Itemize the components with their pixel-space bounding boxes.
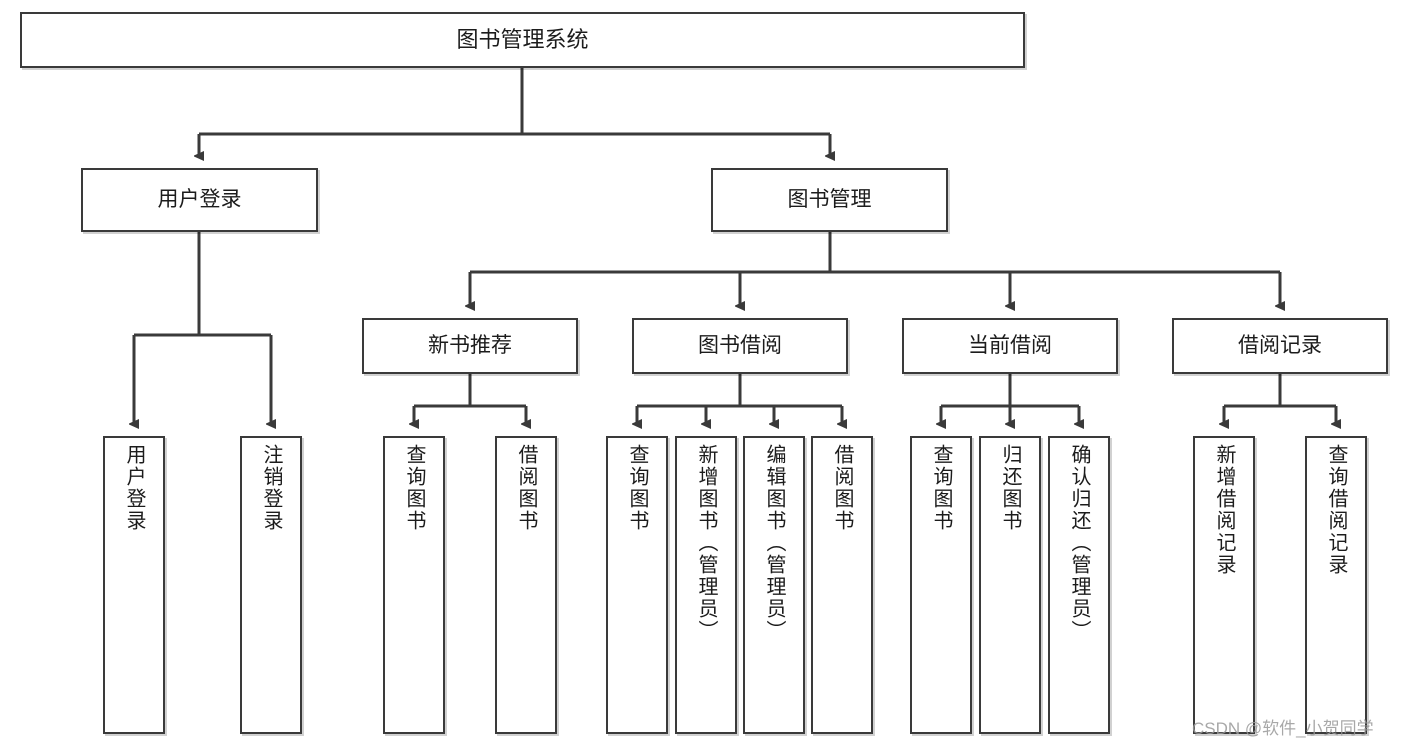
leaf-label: 查询图书 — [930, 444, 952, 532]
leaf-current-confirm-return-admin[interactable]: 确认归还（管理员） — [1048, 436, 1110, 734]
leaf-new-book-borrow[interactable]: 借阅图书 — [495, 436, 557, 734]
node-root-book-management-system[interactable]: 图书管理系统 — [20, 12, 1025, 68]
leaf-label: 归还图书 — [999, 444, 1021, 532]
leaf-label: 确认归还（管理员） — [1068, 444, 1090, 642]
leaf-borrow-query-book[interactable]: 查询图书 — [606, 436, 668, 734]
leaf-label: 新增借阅记录 — [1213, 444, 1235, 576]
node-user-login[interactable]: 用户登录 — [81, 168, 318, 232]
leaf-borrow-edit-book-admin[interactable]: 编辑图书（管理员） — [743, 436, 805, 734]
leaf-label: 查询图书 — [626, 444, 648, 532]
leaf-label: 注销登录 — [260, 444, 282, 532]
leaf-borrow-borrow-book[interactable]: 借阅图书 — [811, 436, 873, 734]
node-current-borrowing-label: 当前借阅 — [968, 333, 1052, 357]
leaf-user-login-login[interactable]: 用户登录 — [103, 436, 165, 734]
leaf-label: 查询借阅记录 — [1325, 444, 1347, 576]
leaf-record-query-record[interactable]: 查询借阅记录 — [1305, 436, 1367, 734]
node-book-management[interactable]: 图书管理 — [711, 168, 948, 232]
leaf-current-query-book[interactable]: 查询图书 — [910, 436, 972, 734]
node-root-label: 图书管理系统 — [456, 27, 589, 53]
leaf-current-return-book[interactable]: 归还图书 — [979, 436, 1041, 734]
leaf-label: 新增图书（管理员） — [695, 444, 717, 642]
leaf-label: 借阅图书 — [831, 444, 853, 532]
leaf-new-book-query[interactable]: 查询图书 — [383, 436, 445, 734]
node-current-borrowing[interactable]: 当前借阅 — [902, 318, 1118, 374]
leaf-label: 查询图书 — [403, 444, 425, 532]
node-borrowing-record[interactable]: 借阅记录 — [1172, 318, 1388, 374]
node-borrowing-record-label: 借阅记录 — [1238, 333, 1322, 357]
leaf-record-add-record[interactable]: 新增借阅记录 — [1193, 436, 1255, 734]
node-new-book-recommendation[interactable]: 新书推荐 — [362, 318, 578, 374]
leaf-borrow-add-book-admin[interactable]: 新增图书（管理员） — [675, 436, 737, 734]
leaf-label: 借阅图书 — [515, 444, 537, 532]
leaf-label: 编辑图书（管理员） — [763, 444, 785, 642]
leaf-user-login-logout[interactable]: 注销登录 — [240, 436, 302, 734]
node-book-borrowing[interactable]: 图书借阅 — [632, 318, 848, 374]
node-user-login-label: 用户登录 — [157, 187, 242, 211]
leaf-label: 用户登录 — [123, 444, 145, 532]
node-book-borrowing-label: 图书借阅 — [698, 333, 782, 357]
node-new-book-recommendation-label: 新书推荐 — [428, 333, 512, 357]
node-book-management-label: 图书管理 — [787, 187, 872, 211]
